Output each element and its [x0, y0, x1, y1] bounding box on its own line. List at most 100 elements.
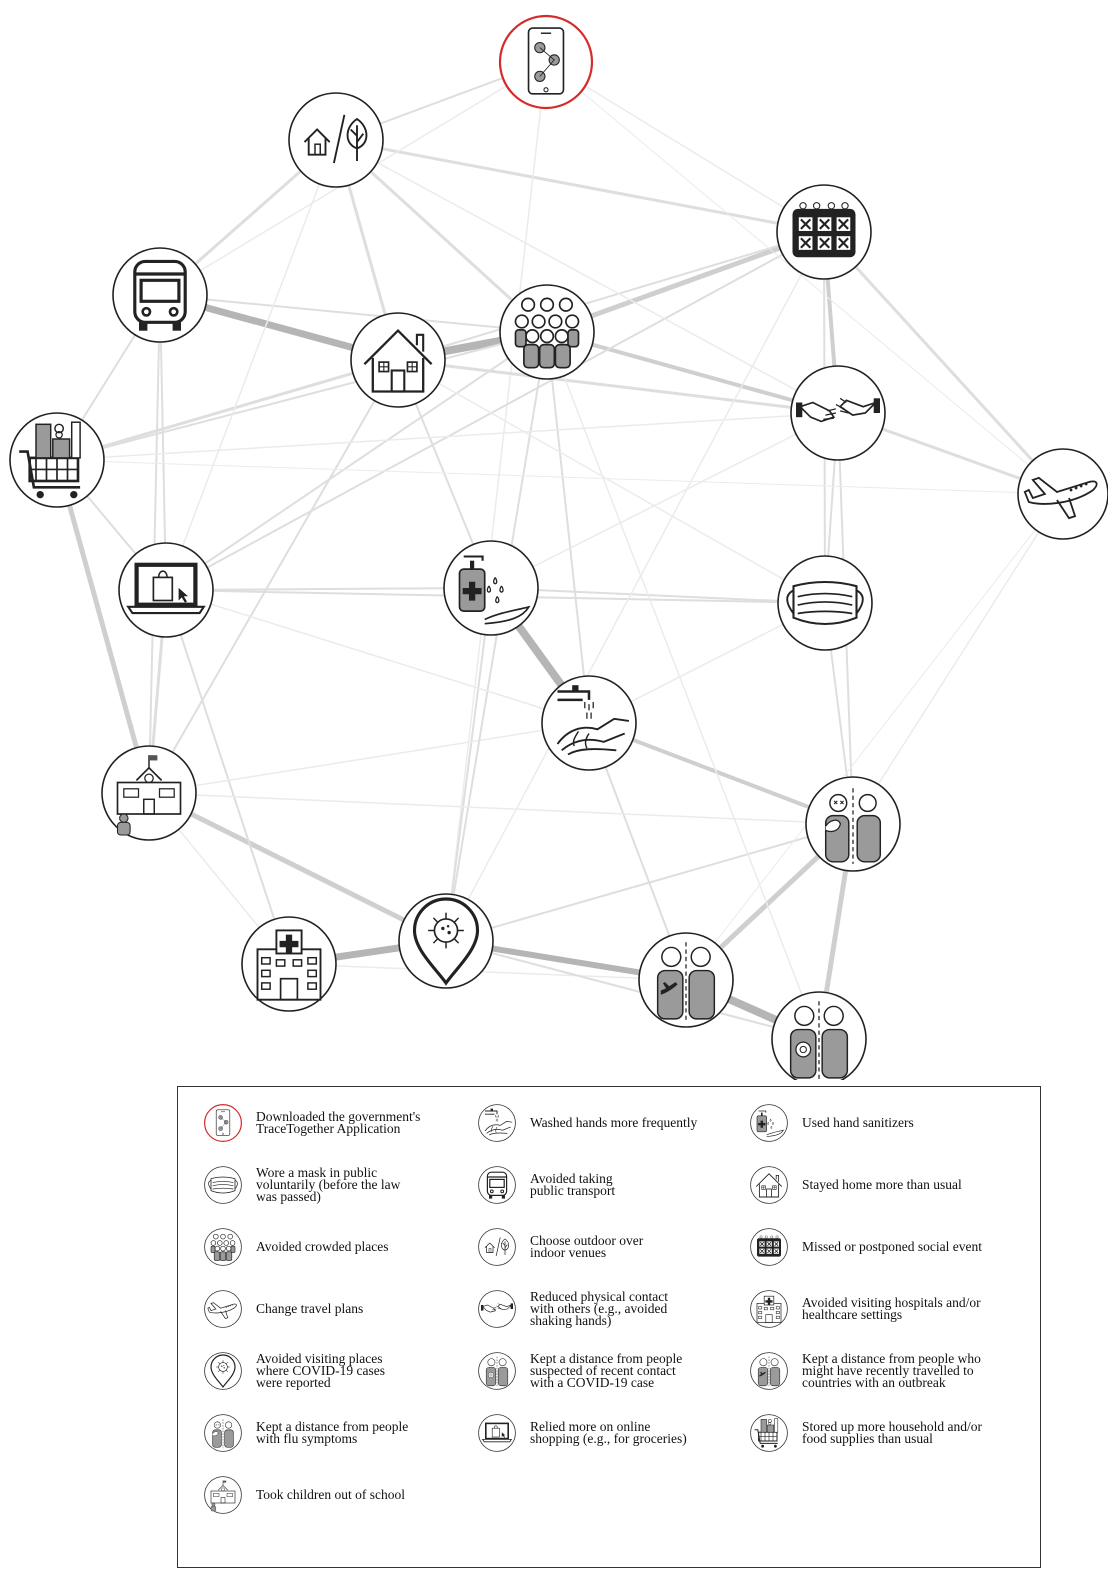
node-social	[776, 184, 872, 280]
edge-crowd-suspected	[546, 331, 820, 1040]
network-nodes	[9, 14, 1108, 1080]
legend-label: Stored up more household and/or food sup…	[802, 1419, 982, 1446]
node-app	[498, 14, 594, 110]
node-circle	[541, 675, 637, 771]
legend-label: Missed or postponed social event	[802, 1239, 982, 1254]
covid-location-icon	[412, 897, 480, 986]
covid-location-icon	[204, 1352, 242, 1390]
legend: Downloaded the government's TraceTogethe…	[177, 1086, 1041, 1568]
edge-covid-flu	[445, 823, 854, 942]
face-mask-icon	[204, 1166, 242, 1204]
edge-outdoor-online	[165, 139, 337, 591]
flu-distance-icon	[824, 788, 882, 864]
phone-app-icon	[527, 27, 565, 95]
edge-app-travel	[545, 61, 1064, 495]
travelled-distance-icon	[750, 1352, 788, 1390]
legend-item: Stored up more household and/or food sup…	[744, 1411, 982, 1455]
node-school	[101, 745, 197, 841]
edge-transport-online	[159, 294, 167, 591]
edge-sanitizer-mask	[490, 587, 826, 604]
edge-online-sanitizer	[165, 587, 492, 591]
edge-flu-travel	[852, 493, 1064, 825]
edge-stock-travel	[56, 459, 1064, 495]
node-circle	[1017, 448, 1108, 540]
legend-item: Stayed home more than usual	[744, 1163, 962, 1207]
legend-item: Downloaded the government's TraceTogethe…	[198, 1101, 420, 1145]
edge-crowd-covid	[445, 331, 548, 942]
laptop-shopping-icon	[478, 1414, 516, 1452]
node-circle	[241, 916, 337, 1012]
legend-label: Change travel plans	[256, 1301, 364, 1316]
node-wash	[541, 675, 637, 771]
legend-item: Kept a distance from people who might ha…	[744, 1349, 981, 1393]
legend-label: Choose outdoor over indoor venues	[530, 1233, 644, 1260]
crowd-icon	[204, 1228, 242, 1266]
legend-label: Kept a distance from people with flu sym…	[256, 1419, 409, 1446]
school-icon	[204, 1476, 242, 1514]
behavior-network	[9, 14, 1108, 1080]
house-tree-icon	[478, 1228, 516, 1266]
legend-label: Reduced physical contact with others (e.…	[530, 1289, 668, 1328]
laptop-shopping-icon	[126, 562, 206, 615]
node-covid	[398, 893, 494, 989]
edge-travel-travelled	[685, 493, 1064, 981]
suspected-distance-icon	[789, 1001, 849, 1079]
legend-label: Washed hands more frequently	[530, 1115, 698, 1130]
node-mask	[777, 555, 873, 651]
edge-online-wash	[165, 589, 590, 724]
suspected-distance-icon	[478, 1352, 516, 1390]
phone-app-icon	[204, 1104, 242, 1142]
legend-label: Avoided taking public transport	[530, 1171, 616, 1198]
node-outdoor	[288, 92, 384, 188]
edge-crowd-social	[544, 229, 827, 335]
node-circle	[498, 14, 594, 110]
legend-label: Kept a distance from people who might ha…	[802, 1351, 981, 1390]
house-icon	[750, 1166, 788, 1204]
hand-sanitizer-icon	[458, 555, 531, 625]
crowd-icon	[514, 297, 580, 369]
legend-item: Took children out of school	[198, 1473, 405, 1517]
edge-online-crowd	[165, 331, 548, 591]
handshake-icon	[796, 397, 880, 423]
hospital-icon	[256, 929, 322, 1001]
legend-item: Relied more on online shopping (e.g., fo…	[472, 1411, 687, 1455]
legend-item: Wore a mask in public voluntarily (befor…	[198, 1163, 400, 1207]
node-circle	[443, 540, 539, 636]
legend-item: Avoided crowded places	[198, 1225, 388, 1269]
edge-stock-contact	[56, 412, 839, 461]
node-circle	[790, 365, 886, 461]
house-icon	[363, 328, 433, 393]
node-contact	[790, 365, 886, 461]
legend-item: Change travel plans	[198, 1287, 363, 1331]
edge-school-flu	[148, 792, 854, 825]
node-circle	[398, 893, 494, 989]
legend-item: Missed or postponed social event	[744, 1225, 982, 1269]
edge-online-hospital	[165, 589, 290, 965]
calendar-icon	[792, 202, 856, 258]
legend-label: Avoided visiting places where COVID-19 c…	[256, 1351, 385, 1390]
edge-covid-suspected	[445, 940, 820, 1040]
shopping-cart-icon	[19, 421, 81, 499]
handshake-icon	[478, 1290, 516, 1328]
edge-app-social	[545, 61, 825, 233]
node-travel	[1017, 448, 1108, 540]
hand-sanitizer-icon	[750, 1104, 788, 1142]
flu-distance-icon	[204, 1414, 242, 1452]
node-sanitizer	[443, 540, 539, 636]
node-stock	[9, 412, 105, 508]
edge-home-mask	[397, 359, 826, 604]
edge-outdoor-social	[334, 138, 826, 234]
edge-app-covid	[445, 61, 547, 942]
node-travelled	[638, 932, 734, 1028]
legend-label: Relied more on online shopping (e.g., fo…	[530, 1419, 687, 1446]
node-online	[118, 542, 214, 638]
legend-label: Wore a mask in public voluntarily (befor…	[256, 1165, 401, 1204]
shopping-cart-icon	[750, 1414, 788, 1452]
legend-label: Used hand sanitizers	[802, 1115, 914, 1130]
hand-washing-icon	[478, 1104, 516, 1142]
node-circle	[350, 312, 446, 408]
legend-item: Avoided visiting places where COVID-19 c…	[198, 1349, 385, 1393]
legend-item: Washed hands more frequently	[472, 1101, 697, 1145]
legend-item: Avoided taking public transport	[472, 1163, 615, 1207]
legend-item: Kept a distance from people with flu sym…	[198, 1411, 408, 1455]
